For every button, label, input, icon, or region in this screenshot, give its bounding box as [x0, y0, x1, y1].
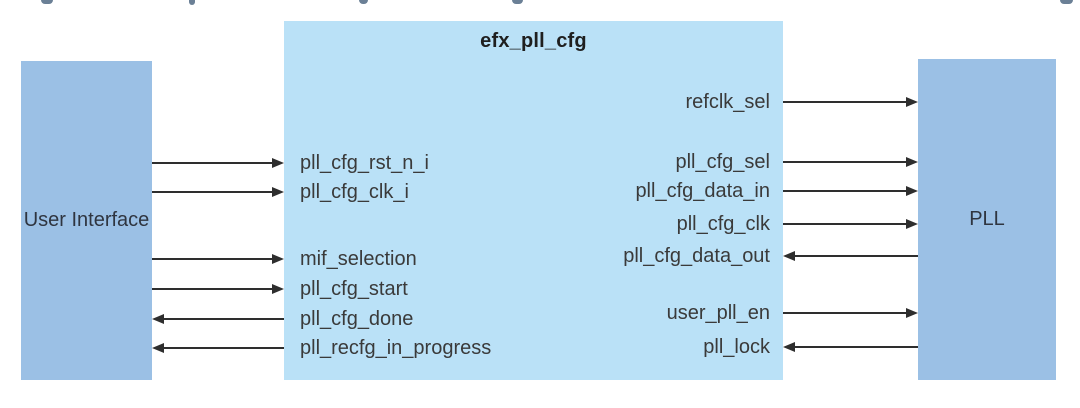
arrow-pll-cfg-data-in: [783, 186, 918, 196]
pll-label: PLL: [969, 208, 1005, 230]
arrowhead-right-icon: [272, 158, 284, 168]
pll-block: PLL: [918, 59, 1056, 380]
port-label-mif-selection: mif_selection: [300, 248, 417, 270]
arrowhead-left-icon: [783, 342, 795, 352]
arrow-pll-recfg-in-progress: [152, 343, 284, 353]
arrow-pll-lock: [783, 342, 918, 352]
port-label-pll-cfg-data-in: pll_cfg_data_in: [635, 180, 770, 202]
port-label-refclk-sel: refclk_sel: [685, 91, 770, 113]
arrow-refclk-sel: [783, 97, 918, 107]
arrow-pll-cfg-rst-n-i: [152, 158, 284, 168]
cropped-caption-remnant: [189, 0, 195, 5]
arrowhead-left-icon: [152, 343, 164, 353]
port-label-user-pll-en: user_pll_en: [666, 302, 770, 324]
arrow-mif-selection: [152, 254, 284, 264]
arrow-pll-cfg-clk-i: [152, 187, 284, 197]
user-interface-block: User Interface: [21, 61, 152, 380]
arrowhead-left-icon: [783, 251, 795, 261]
port-label-pll-cfg-clk-i: pll_cfg_clk_i: [300, 181, 409, 203]
arrow-pll-cfg-data-out: [783, 251, 918, 261]
arrowhead-right-icon: [906, 308, 918, 318]
arrowhead-right-icon: [272, 187, 284, 197]
port-label-pll-cfg-rst-n-i: pll_cfg_rst_n_i: [300, 152, 429, 174]
arrow-pll-cfg-start: [152, 284, 284, 294]
arrow-pll-cfg-sel: [783, 157, 918, 167]
port-label-pll-recfg-in-progress: pll_recfg_in_progress: [300, 337, 492, 359]
arrow-user-pll-en: [783, 308, 918, 318]
port-label-pll-cfg-start: pll_cfg_start: [300, 278, 408, 300]
arrow-pll-cfg-done: [152, 314, 284, 324]
cropped-caption-remnant: [359, 0, 368, 4]
port-label-pll-lock: pll_lock: [703, 336, 770, 358]
port-label-pll-cfg-sel: pll_cfg_sel: [675, 151, 770, 173]
port-label-pll-cfg-clk: pll_cfg_clk: [676, 213, 770, 235]
arrowhead-right-icon: [906, 219, 918, 229]
arrowhead-right-icon: [906, 157, 918, 167]
arrowhead-right-icon: [906, 186, 918, 196]
port-label-pll-cfg-data-out: pll_cfg_data_out: [623, 245, 770, 267]
arrow-pll-cfg-clk: [783, 219, 918, 229]
cropped-caption-remnant: [41, 0, 53, 4]
arrowhead-right-icon: [906, 97, 918, 107]
arrowhead-left-icon: [152, 314, 164, 324]
efx-pll-cfg-block: [284, 21, 783, 380]
cropped-caption-remnant: [1060, 0, 1073, 4]
arrowhead-right-icon: [272, 254, 284, 264]
efx-pll-cfg-title: efx_pll_cfg: [480, 30, 587, 52]
user-interface-label: User Interface: [23, 209, 150, 231]
cropped-caption-remnant: [512, 0, 523, 4]
arrowhead-right-icon: [272, 284, 284, 294]
port-label-pll-cfg-done: pll_cfg_done: [300, 308, 414, 330]
